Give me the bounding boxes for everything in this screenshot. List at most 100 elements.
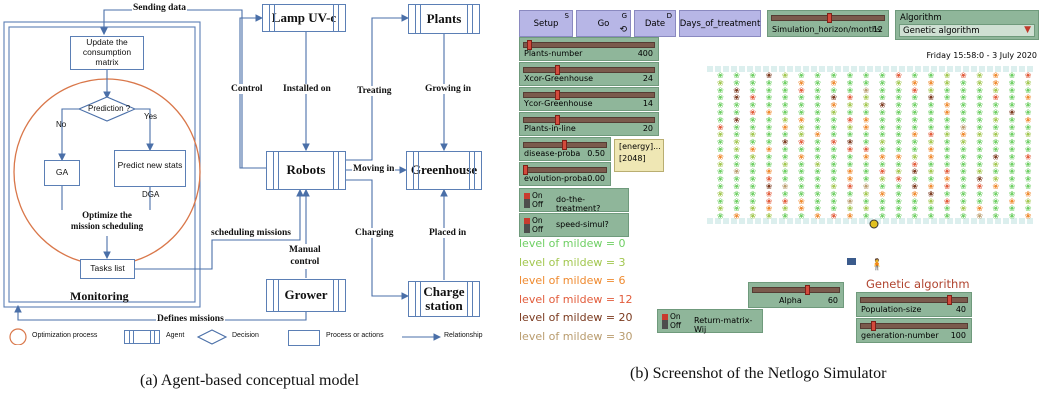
plant: ❀ bbox=[976, 189, 983, 198]
plant: ❀ bbox=[733, 108, 740, 117]
aisle-tile bbox=[947, 66, 953, 72]
plant: ❀ bbox=[733, 167, 740, 176]
plant: ❀ bbox=[782, 197, 789, 206]
plant: ❀ bbox=[847, 115, 854, 124]
plant: ❀ bbox=[1009, 152, 1016, 161]
plant: ❀ bbox=[814, 197, 821, 206]
plant: ❀ bbox=[879, 182, 886, 191]
plant: ❀ bbox=[814, 204, 821, 213]
aisle-tile bbox=[915, 218, 921, 224]
return-matrix-toggle[interactable] bbox=[662, 314, 668, 329]
plant: ❀ bbox=[717, 71, 724, 80]
plant: ❀ bbox=[879, 101, 886, 110]
plant: ❀ bbox=[879, 78, 886, 87]
alpha-knob[interactable] bbox=[805, 285, 810, 295]
plant: ❀ bbox=[830, 212, 837, 221]
plant: ❀ bbox=[733, 123, 740, 132]
plant: ❀ bbox=[944, 189, 951, 198]
plant: ❀ bbox=[944, 86, 951, 95]
plant: ❀ bbox=[976, 145, 983, 154]
plant: ❀ bbox=[847, 138, 854, 147]
no-label: No bbox=[56, 120, 67, 129]
monitoring-label: Monitoring bbox=[70, 289, 129, 303]
days-of-treatment-button[interactable]: Days_of_treatment bbox=[679, 10, 761, 37]
slider-knob[interactable] bbox=[554, 90, 560, 100]
plant: ❀ bbox=[847, 152, 854, 161]
setup-label: Setup bbox=[533, 18, 559, 29]
plant: ❀ bbox=[1009, 167, 1016, 176]
horizon-knob[interactable] bbox=[827, 13, 832, 23]
plant: ❀ bbox=[944, 160, 951, 169]
plant: ❀ bbox=[1009, 78, 1016, 87]
plant: ❀ bbox=[830, 123, 837, 132]
plant: ❀ bbox=[749, 108, 756, 117]
slider-evolution-proba[interactable]: evolution-proba 0.00 bbox=[519, 162, 611, 186]
plant: ❀ bbox=[830, 197, 837, 206]
horizon-value: 12 bbox=[872, 25, 883, 34]
slider-plants-in-line[interactable]: Plants-in-line 20 bbox=[519, 112, 659, 136]
plant: ❀ bbox=[863, 130, 870, 139]
plant: ❀ bbox=[717, 160, 724, 169]
switch-toggle[interactable] bbox=[524, 193, 530, 208]
plant: ❀ bbox=[960, 145, 967, 154]
slider-track bbox=[523, 167, 607, 173]
plant: ❀ bbox=[863, 71, 870, 80]
plant: ❀ bbox=[1009, 123, 1016, 132]
aisle-tile bbox=[995, 66, 1001, 72]
alpha-label: Alpha bbox=[779, 296, 802, 305]
slider-knob[interactable] bbox=[562, 140, 567, 150]
simulation-horizon-slider[interactable]: Simulation_horizon/months 12 bbox=[767, 10, 889, 37]
date-button[interactable]: Date D bbox=[634, 10, 676, 37]
plant: ❀ bbox=[928, 138, 935, 147]
plant: ❀ bbox=[928, 78, 935, 87]
slider-knob[interactable] bbox=[554, 115, 560, 125]
predict-new-stats-label: Predict new stats bbox=[117, 160, 183, 170]
plant: ❀ bbox=[960, 175, 967, 184]
plant: ❀ bbox=[1009, 197, 1016, 206]
population-knob[interactable] bbox=[947, 295, 952, 305]
plant: ❀ bbox=[749, 175, 756, 184]
algorithm-chooser[interactable]: Algorithm Genetic algorithm ▼ bbox=[895, 10, 1039, 40]
plant: ❀ bbox=[895, 197, 902, 206]
plant: ❀ bbox=[749, 152, 756, 161]
aisle-tile bbox=[707, 66, 713, 72]
generation-number-slider[interactable]: generation-number 100 bbox=[856, 318, 972, 343]
slider-xcor-greenhouse[interactable]: Xcor-Greenhouse 24 bbox=[519, 62, 659, 86]
setup-button[interactable]: Setup S bbox=[519, 10, 573, 37]
slider-knob[interactable] bbox=[523, 165, 528, 175]
legend-decision: Decision bbox=[232, 332, 259, 339]
aisle-tile bbox=[763, 66, 769, 72]
switch-name: speed-simul? bbox=[556, 220, 609, 229]
aisle-tile bbox=[891, 218, 897, 224]
population-size-slider[interactable]: Population-size 40 bbox=[856, 292, 972, 317]
plant: ❀ bbox=[847, 204, 854, 213]
plant: ❀ bbox=[717, 130, 724, 139]
plant: ❀ bbox=[766, 115, 773, 124]
plant: ❀ bbox=[717, 78, 724, 87]
greenhouse-world-view[interactable]: ❀❀❀❀❀❀❀❀❀❀❀❀❀❀❀❀❀❀❀❀❀❀❀❀❀❀❀❀❀❀❀❀❀❀❀❀❀❀❀❀… bbox=[667, 62, 1039, 284]
plant: ❀ bbox=[1009, 130, 1016, 139]
slider-disease-proba[interactable]: disease-proba 0.50 bbox=[519, 137, 611, 161]
go-button[interactable]: Go G ⟲ bbox=[576, 10, 631, 37]
plant: ❀ bbox=[1009, 108, 1016, 117]
slider-knob[interactable] bbox=[554, 65, 560, 75]
aisle-tile bbox=[843, 218, 849, 224]
plant: ❀ bbox=[847, 167, 854, 176]
slider-plants-number[interactable]: Plants-number 400 bbox=[519, 37, 659, 61]
algorithm-select[interactable]: Genetic algorithm ▼ bbox=[899, 24, 1035, 37]
switch-toggle[interactable] bbox=[524, 218, 530, 233]
plant: ❀ bbox=[1009, 189, 1016, 198]
energy-monitor-value: [2048] bbox=[619, 154, 646, 163]
alpha-slider[interactable]: Alpha 60 bbox=[748, 282, 844, 308]
aisle-tile bbox=[747, 66, 753, 72]
plant: ❀ bbox=[976, 167, 983, 176]
plant: ❀ bbox=[749, 182, 756, 191]
slider-knob[interactable] bbox=[526, 40, 532, 50]
slider-ycor-greenhouse[interactable]: Ycor-Greenhouse 14 bbox=[519, 87, 659, 111]
energy-monitor: [energy]... [2048] bbox=[614, 139, 664, 172]
generation-knob[interactable] bbox=[871, 321, 876, 331]
aisle-tile bbox=[867, 66, 873, 72]
